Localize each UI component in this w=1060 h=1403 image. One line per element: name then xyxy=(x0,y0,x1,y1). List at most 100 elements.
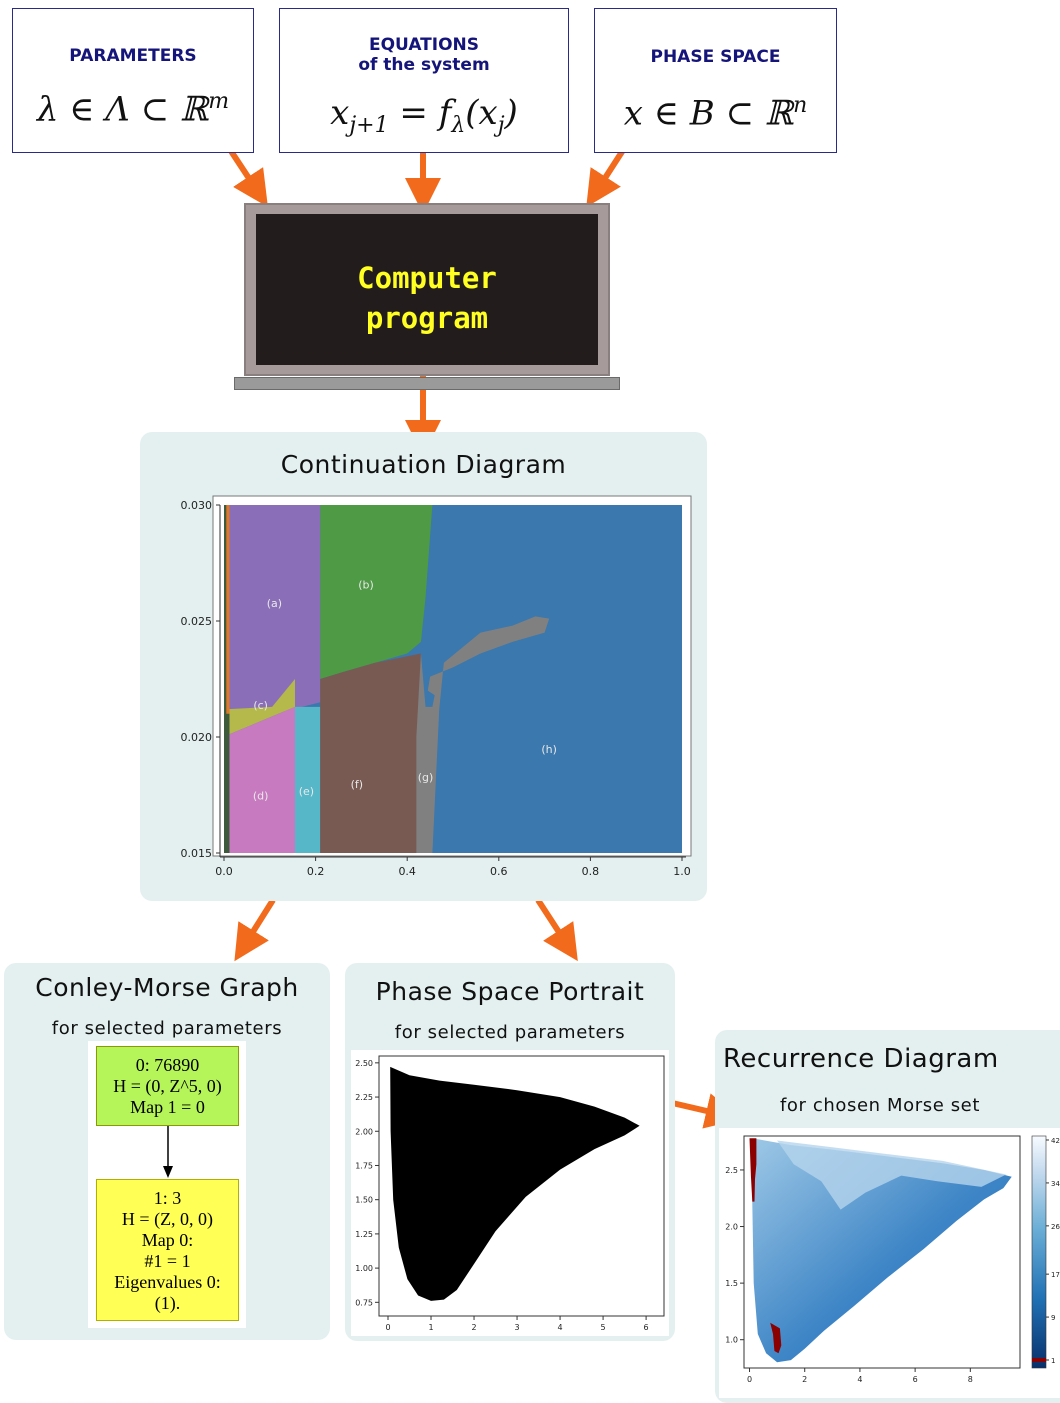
computer-monitor: Computer program xyxy=(244,203,610,376)
region-c xyxy=(228,679,295,735)
conley-subtitle: for selected parameters xyxy=(51,1018,283,1039)
y-tick-label: 0.75 xyxy=(355,1298,373,1307)
y-tick-label: 1.00 xyxy=(355,1264,373,1273)
x-tick-label: 0.4 xyxy=(398,865,416,878)
computer-label-line2: program xyxy=(365,301,489,335)
equations-formula: xj+1 = fλ(xj) xyxy=(330,93,518,138)
node0-line: H = (0, Z^5, 0) xyxy=(113,1076,222,1096)
x-tick-label: 0.6 xyxy=(490,865,508,878)
y-tick-label: 2.00 xyxy=(355,1127,373,1136)
x-tick-label: 0.2 xyxy=(307,865,325,878)
region-label: (f) xyxy=(351,778,363,791)
parameters-title: PARAMETERS xyxy=(69,46,197,66)
recurrence-frame xyxy=(743,1135,1021,1369)
colorbar-tick-label: 17 xyxy=(1051,1271,1060,1279)
colorbar xyxy=(1031,1135,1047,1369)
arrow-continuation-to-conley xyxy=(234,898,276,962)
region-e xyxy=(294,706,321,853)
parameters-formula: λ ∈ Λ ⊂ ℝm xyxy=(36,89,230,130)
morse-node-1[interactable]: 1: 3 H = (Z, 0, 0) Map 0: #1 = 1 Eigenva… xyxy=(96,1179,239,1321)
node1-line: #1 = 1 xyxy=(144,1251,191,1271)
region-label: (h) xyxy=(541,743,557,756)
conley-title: Conley-Morse Graph xyxy=(35,973,299,1002)
morse-node-0[interactable]: 0: 76890 H = (0, Z^5, 0) Map 1 = 0 xyxy=(96,1046,239,1126)
y-tick-label: 1.75 xyxy=(355,1161,373,1170)
region-b xyxy=(320,505,433,679)
continuation-title: Continuation Diagram xyxy=(280,450,567,479)
region-g xyxy=(416,616,550,853)
phase-space-formula: x ∈ B ⊂ ℝn xyxy=(623,93,808,134)
region-label: (d) xyxy=(253,790,269,803)
equations-box: EQUATIONS of the system xj+1 = fλ(xj) xyxy=(279,8,569,153)
x-tick-label: 1.0 xyxy=(673,865,691,878)
y-tick-label: 1.0 xyxy=(725,1336,738,1345)
region-label: (e) xyxy=(299,785,314,798)
y-tick-label: 0.030 xyxy=(181,499,213,512)
region-label: (g) xyxy=(418,771,434,784)
x-tick-label: 4 xyxy=(558,1323,563,1332)
computer-base xyxy=(234,377,620,390)
recurrence-light-band xyxy=(777,1140,1007,1210)
morse-set-upper xyxy=(749,1138,757,1202)
recurrence-title: Recurrence Diagram xyxy=(723,1044,999,1074)
colorbar-tick-label: 42 xyxy=(1051,1137,1060,1145)
x-tick-label: 2 xyxy=(471,1323,476,1332)
x-tick-label: 3 xyxy=(515,1323,520,1332)
equations-title-line2: of the system xyxy=(358,55,490,75)
node0-line: Map 1 = 0 xyxy=(130,1097,205,1117)
graph-edge xyxy=(163,1126,173,1178)
x-tick-label: 4 xyxy=(857,1375,862,1384)
y-tick-label: 1.5 xyxy=(725,1279,738,1288)
y-tick-label: 2.25 xyxy=(355,1093,373,1102)
morse-set-lower xyxy=(770,1322,782,1354)
node1-line: Map 0: xyxy=(141,1230,194,1250)
y-tick-label: 1.50 xyxy=(355,1196,373,1205)
computer-screen: Computer program xyxy=(256,214,598,365)
colorbar-tick-label: 1 xyxy=(1051,1357,1055,1365)
x-tick-label: 0 xyxy=(747,1375,752,1384)
x-tick-label: 1 xyxy=(428,1323,433,1332)
phase-frame xyxy=(378,1055,665,1317)
y-tick-label: 0.020 xyxy=(181,731,213,744)
node1-line: (1). xyxy=(154,1293,181,1313)
node1-line: H = (Z, 0, 0) xyxy=(121,1209,214,1229)
node1-line: Eigenvalues 0: xyxy=(114,1272,221,1292)
node1-line: 1: 3 xyxy=(153,1188,182,1208)
phase-subtitle: for selected parameters xyxy=(394,1022,626,1043)
phase-space-title: PHASE SPACE xyxy=(650,47,781,67)
parameters-box: PARAMETERS λ ∈ Λ ⊂ ℝm xyxy=(12,8,254,153)
arrow-continuation-to-phase xyxy=(535,898,578,962)
colorbar-tick-label: 9 xyxy=(1051,1314,1055,1322)
equations-title-line1: EQUATIONS xyxy=(368,35,480,55)
computer-label-line1: Computer xyxy=(357,261,497,295)
colorbar-morse xyxy=(1032,1358,1046,1362)
region-f xyxy=(320,653,421,853)
region-label: (c) xyxy=(253,699,268,712)
region-d xyxy=(228,706,295,853)
conley-panel: Conley-Morse Graph for selected paramete… xyxy=(4,963,330,1340)
phase-title: Phase Space Portrait xyxy=(375,977,645,1006)
y-tick-label: 2.50 xyxy=(355,1059,373,1068)
y-tick-label: 0.025 xyxy=(181,615,213,628)
x-tick-label: 8 xyxy=(968,1375,973,1384)
y-tick-label: 1.25 xyxy=(355,1230,373,1239)
recurrence-subtitle: for chosen Morse set xyxy=(780,1095,980,1116)
region-label: (b) xyxy=(358,579,374,592)
y-tick-label: 0.015 xyxy=(181,847,213,860)
x-tick-label: 6 xyxy=(644,1323,649,1332)
region-a xyxy=(228,505,321,726)
node0-line: 0: 76890 xyxy=(135,1055,200,1075)
region-strip-orange xyxy=(226,505,230,714)
phase-space-box: PHASE SPACE x ∈ B ⊂ ℝn xyxy=(594,8,837,153)
colorbar-tick-label: 26 xyxy=(1051,1223,1060,1231)
y-tick-label: 2.0 xyxy=(725,1223,738,1232)
x-tick-label: 0.8 xyxy=(582,865,600,878)
colorbar-tick-label: 34 xyxy=(1051,1180,1060,1188)
phase-attractor xyxy=(390,1066,640,1301)
y-tick-label: 2.5 xyxy=(725,1166,738,1175)
recurrence-basin xyxy=(752,1138,1012,1363)
x-tick-label: 0 xyxy=(385,1323,390,1332)
